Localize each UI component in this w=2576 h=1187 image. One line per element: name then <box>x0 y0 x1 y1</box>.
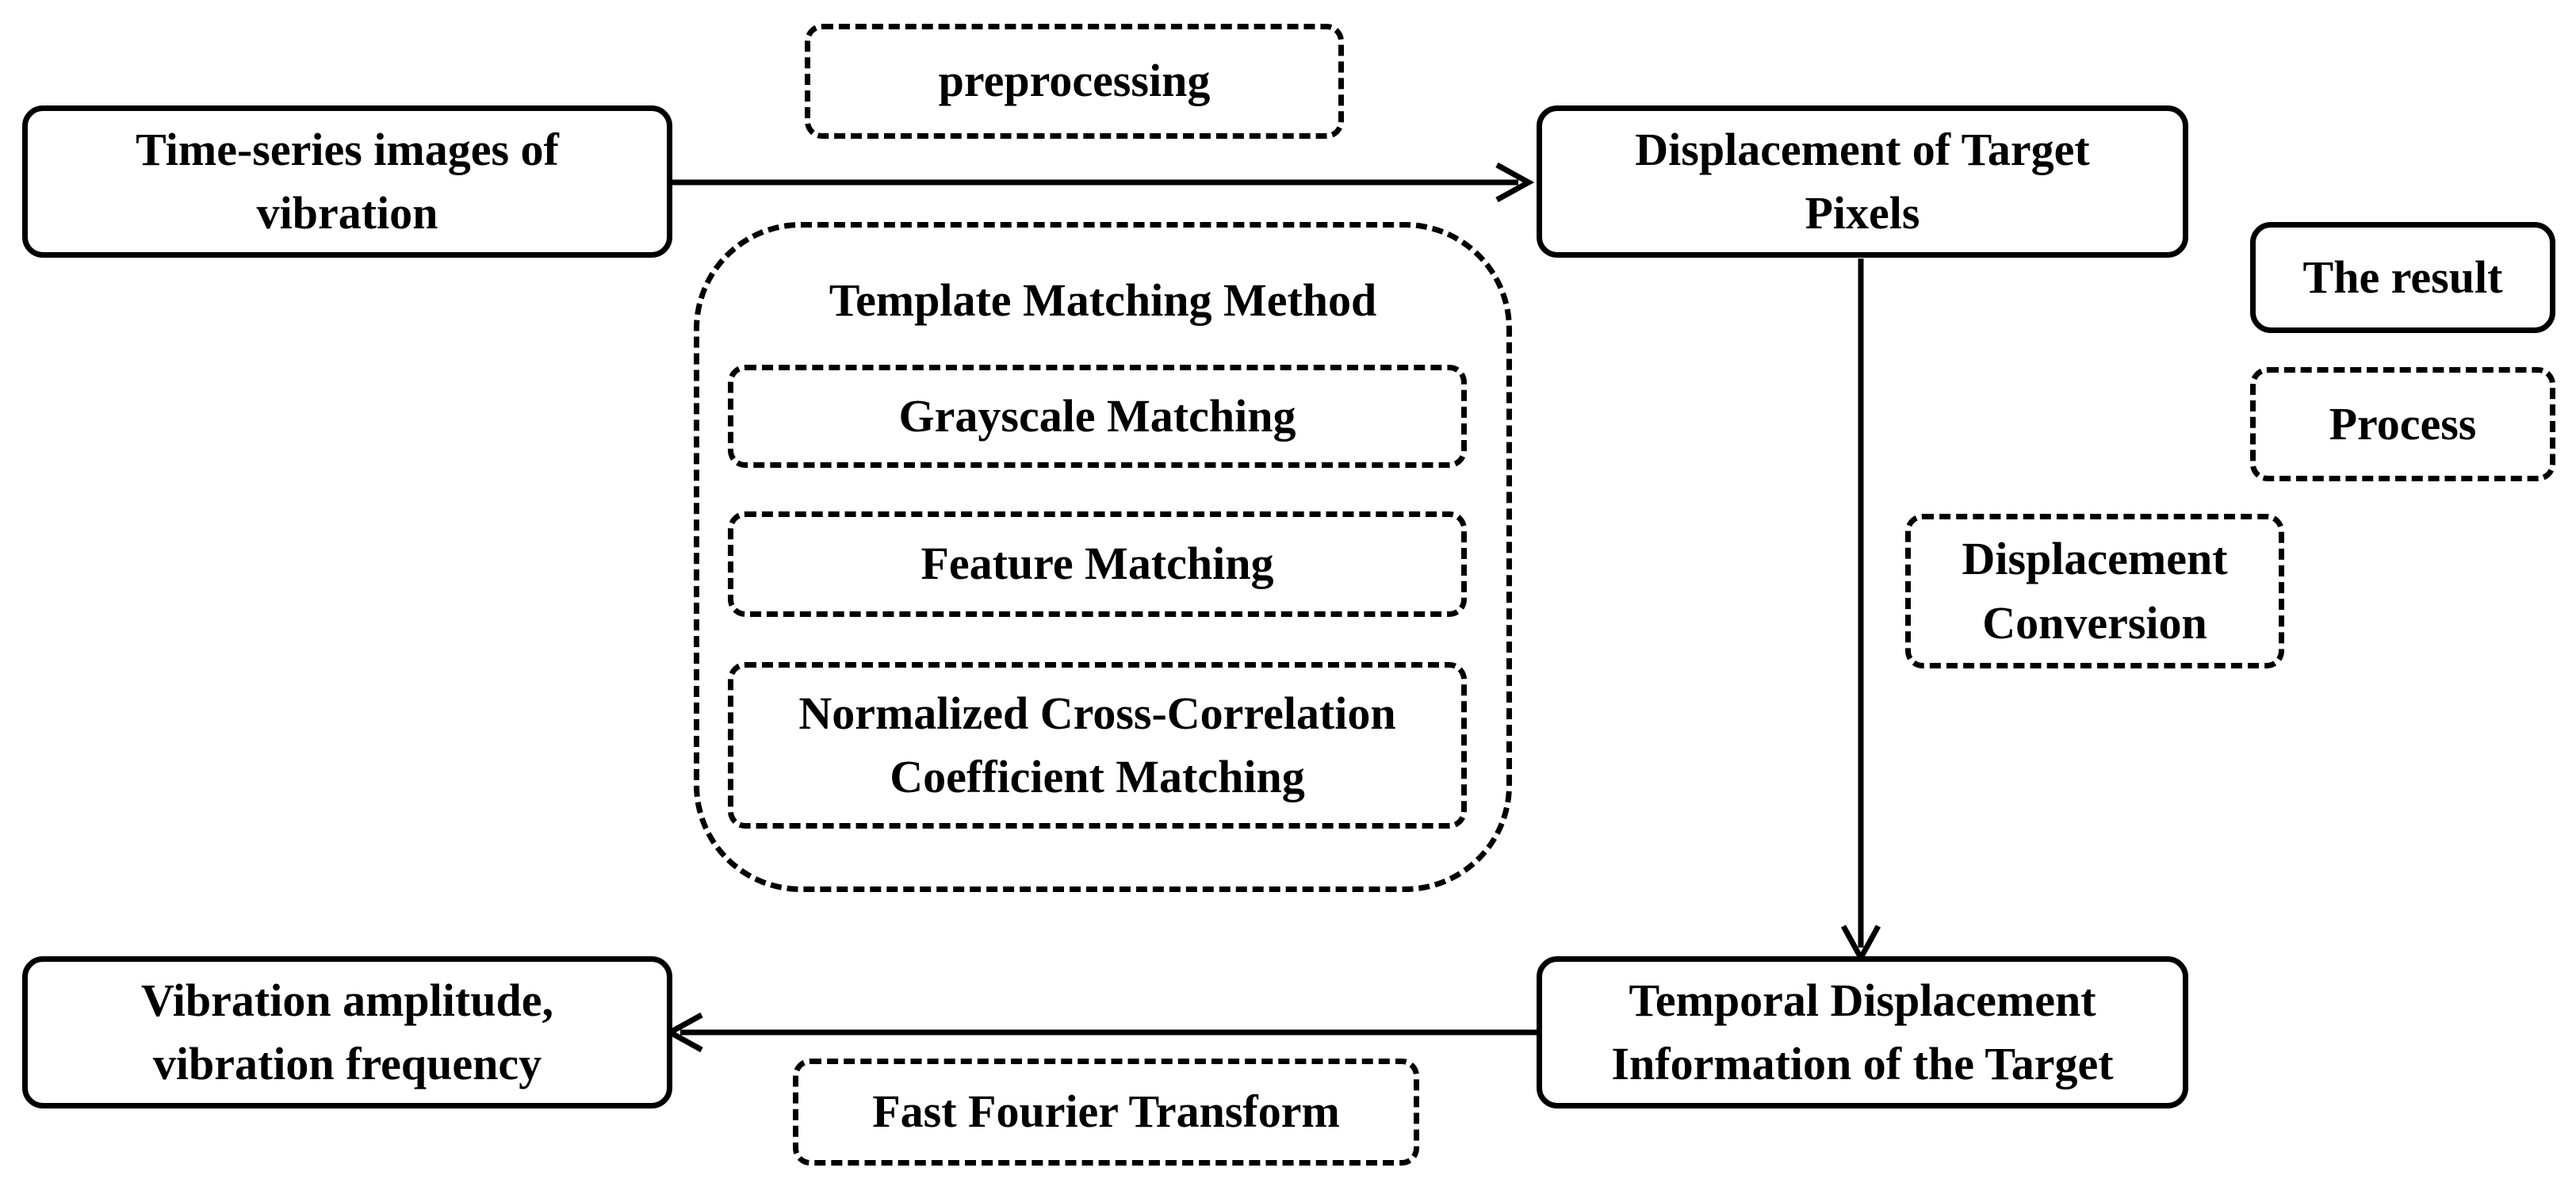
displacement-target-pixels-box: Displacement of Target Pixels <box>1537 105 2188 258</box>
arrowhead-to-displacement <box>1495 162 1535 203</box>
grayscale-matching-label: Grayscale Matching <box>898 389 1296 442</box>
ncc-label-line1: Normalized Cross-Correlation <box>798 687 1396 739</box>
legend-result-box: The result <box>2250 222 2555 333</box>
legend-process-label: Process <box>2329 397 2477 450</box>
legend-process-box: Process <box>2250 367 2555 481</box>
template-matching-title: Template Matching Method <box>829 274 1377 326</box>
displacement-conversion-box: Displacement Conversion <box>1905 514 2284 668</box>
time-series-label-line2: vibration <box>256 187 438 239</box>
ncc-matching-box: Normalized Cross-Correlation Coefficient… <box>728 662 1467 829</box>
preprocessing-label: preprocessing <box>938 55 1211 107</box>
fft-label: Fast Fourier Transform <box>872 1086 1340 1138</box>
time-series-images-box: Time-series images of vibration <box>22 105 672 258</box>
fft-process-box: Fast Fourier Transform <box>793 1059 1419 1166</box>
temporal-displacement-line2: Information of the Target <box>1611 1038 2114 1089</box>
feature-matching-box: Feature Matching <box>728 511 1467 617</box>
vibration-result-box: Vibration amplitude, vibration frequency <box>22 956 672 1109</box>
temporal-displacement-box: Temporal Displacement Information of the… <box>1537 956 2188 1109</box>
temporal-displacement-line1: Temporal Displacement <box>1629 974 2096 1026</box>
preprocessing-process-box: preprocessing <box>805 24 1344 139</box>
vibration-result-line1: Vibration amplitude, <box>141 974 553 1026</box>
vibration-result-line2: vibration frequency <box>152 1038 542 1089</box>
displacement-conversion-line2: Conversion <box>1982 596 2207 649</box>
legend-result-label: The result <box>2302 251 2503 303</box>
feature-matching-label: Feature Matching <box>921 538 1274 590</box>
displacement-pixels-label-line2: Pixels <box>1805 187 1920 239</box>
grayscale-matching-box: Grayscale Matching <box>728 365 1467 468</box>
time-series-label-line1: Time-series images of <box>136 123 559 175</box>
ncc-label-line2: Coefficient Matching <box>890 751 1305 802</box>
displacement-conversion-line1: Displacement <box>1962 533 2228 585</box>
displacement-pixels-label-line1: Displacement of Target <box>1635 123 2090 175</box>
